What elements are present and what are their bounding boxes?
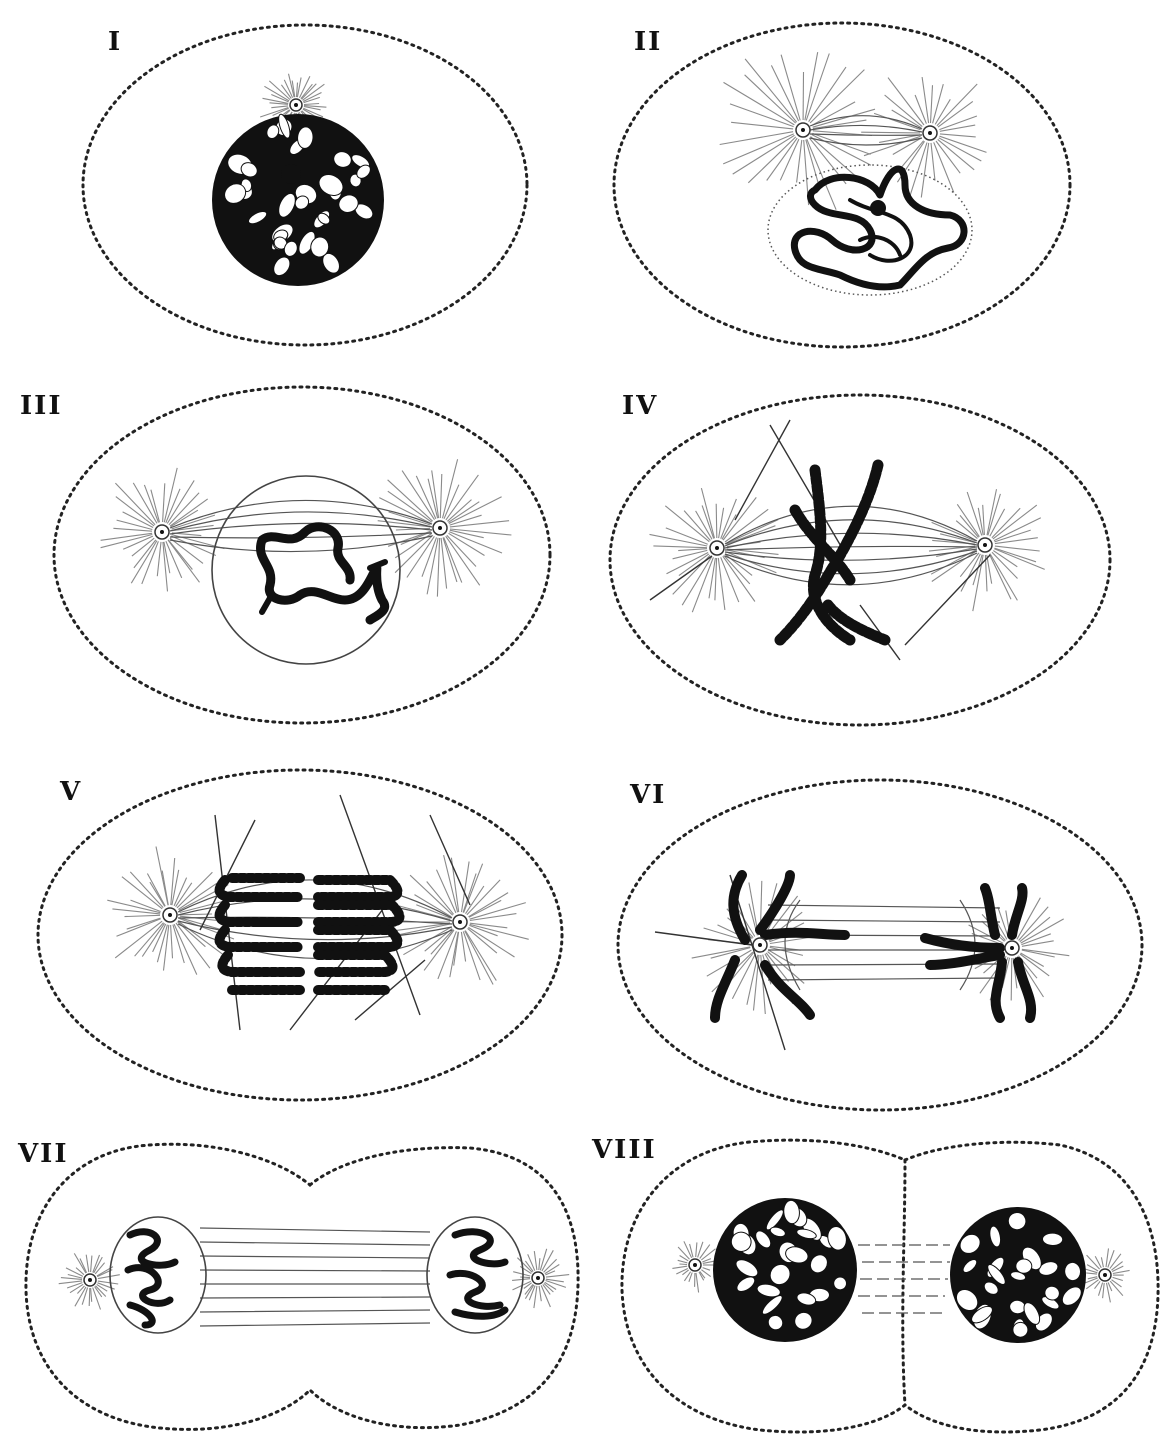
stage-ii-cell-membrane (614, 23, 1070, 347)
stage-iii-cell-membrane (54, 387, 550, 723)
stage-iii-panel: III (20, 387, 550, 723)
stage-viii-panel: VIII (591, 1135, 1158, 1432)
stage-viii-daughter-nucleus-right (950, 1207, 1086, 1343)
stage-vi-panel: VI (618, 780, 1142, 1110)
stage-vii-chromosomes-left (128, 1232, 175, 1325)
stage-i-nucleus (212, 113, 384, 286)
stage-vii-spindle (200, 1228, 430, 1326)
stage-ii-panel: II (614, 23, 1070, 347)
stage-i-panel: I (83, 25, 527, 345)
stage-ii-label: II (634, 27, 662, 57)
stage-v-label: V (59, 777, 82, 807)
stage-vi-cell-membrane (618, 780, 1142, 1110)
stage-vi-label: VI (629, 780, 666, 810)
stage-ii-chromatin-thread (794, 169, 964, 287)
stage-iii-chromosomes (260, 527, 384, 620)
stage-ii-nucleolus (870, 200, 886, 216)
stage-iii-label: III (20, 391, 63, 421)
stage-vi-chromosomes-left (715, 875, 845, 1018)
stage-v-panel: V (38, 770, 562, 1100)
stage-iv-panel: IV (610, 391, 1110, 725)
stage-v-cell-membrane (38, 770, 562, 1100)
stage-iv-chromosomes (780, 465, 885, 640)
stage-i-nucleolus (281, 164, 301, 184)
stage-i-label: I (108, 27, 122, 57)
stage-viii-cleavage-furrow (903, 1160, 905, 1405)
stage-viii-daughter-nucleus-left (713, 1198, 857, 1342)
stage-i-centriole (294, 103, 298, 107)
stage-viii-label: VIII (591, 1135, 657, 1165)
stage-vii-label: VII (17, 1139, 69, 1169)
stage-iv-label: IV (622, 391, 658, 421)
stage-vii-panel: VII (17, 1139, 578, 1429)
stage-vii-chromosomes-right (450, 1232, 505, 1317)
